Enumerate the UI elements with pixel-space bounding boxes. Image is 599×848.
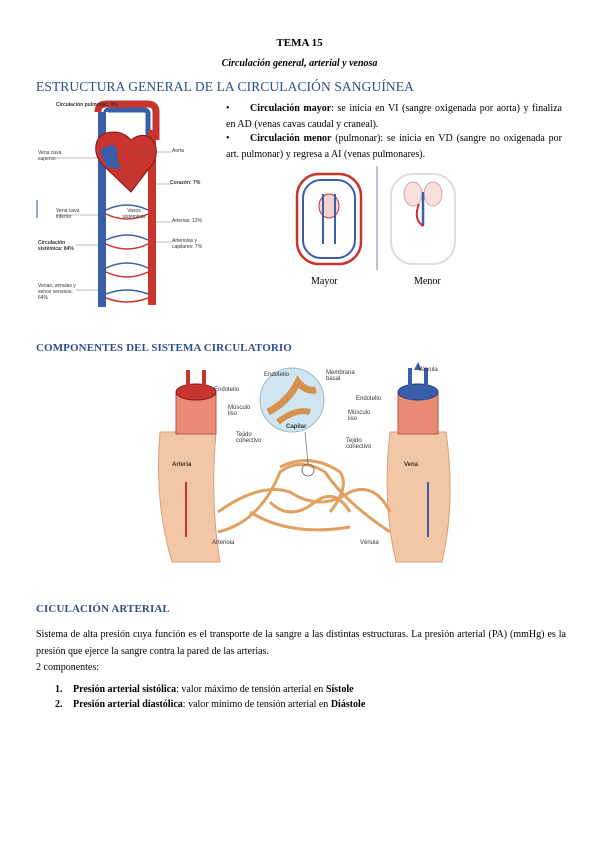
list-item-diastolica: 2.Presión arterial diastólica: valor mín…: [55, 699, 366, 710]
label-capilar: Capilar: [286, 424, 307, 430]
label-tejido-right: Tejido conectivo: [346, 438, 372, 450]
label-vena: Vena: [404, 462, 419, 468]
label-systemic-vessels: Vasos sistémicos: [122, 208, 146, 220]
label-veins: Venas, vénulas y senos venosos: 64%: [38, 283, 76, 301]
label-aorta: Aorta: [172, 148, 184, 154]
label-endotelio-right: Endotelio: [356, 396, 382, 402]
bullet-circulacion-mayor: •Circulación mayor: se inicia en VI (san…: [226, 103, 562, 130]
page-subtitle: Circulación general, arterial y venosa: [221, 58, 378, 69]
label-endotelio-capilar: Endotelio: [264, 372, 290, 378]
label-heart: Corazón: 7%: [170, 180, 201, 186]
section-heading-components: COMPONENTES DEL SISTEMA CIRCULATORIO: [36, 342, 292, 354]
label-musculo-left: Músculo liso: [228, 405, 251, 417]
caption-mayor: Mayor: [311, 276, 338, 287]
page-title: TEMA 15: [276, 37, 323, 49]
vessel-components-diagram: Endotelio Músculo liso Tejido conectivo …: [150, 362, 460, 570]
components-intro: 2 componentes:: [36, 662, 100, 673]
label-membrana-basal: Membrana basal: [326, 370, 355, 382]
label-pulmonary: Circulación pulmonar: 9%: [56, 102, 118, 108]
list-item-sistolica: 1.Presión arterial sistólica: valor máxi…: [55, 684, 354, 695]
label-venula: Vénula: [360, 540, 379, 546]
label-tejido-left: Tejido conectivo: [236, 432, 262, 444]
label-arteriola: Arteriola: [212, 540, 235, 546]
mayor-menor-diagram: [283, 164, 475, 272]
label-arterioles: Arteriolas y capilares: 7%: [172, 238, 203, 250]
label-systemic: Circulación sistémica: 84%: [38, 240, 74, 252]
label-valvula: Válvula: [418, 367, 438, 373]
caption-menor: Menor: [414, 276, 441, 287]
label-musculo-right: Músculo liso: [348, 410, 371, 422]
label-vena-cava-sup: Vena cava superior: [38, 150, 62, 162]
label-vena-cava-inf: Vena cava inferior: [56, 208, 80, 220]
mayor-loop: [295, 172, 363, 266]
circulation-diagram: Circulación pulmonar: 9% Vena cava super…: [36, 100, 206, 310]
label-arteries: Arterias: 13%: [172, 218, 203, 224]
label-endotelio-left: Endotelio: [214, 387, 240, 393]
section-heading-structure: ESTRUCTURA GENERAL DE LA CIRCULACIÓN SAN…: [36, 79, 414, 94]
menor-loop: [390, 173, 456, 265]
section-heading-arterial: CICULACIÓN ARTERIAL: [36, 603, 170, 615]
bullet-circulacion-menor: •Circulación menor (pulmonar): se inicia…: [226, 133, 563, 160]
label-arteria: Arteria: [172, 462, 192, 468]
arterial-paragraph: Sistema de alta presión cuya función es …: [36, 629, 566, 657]
